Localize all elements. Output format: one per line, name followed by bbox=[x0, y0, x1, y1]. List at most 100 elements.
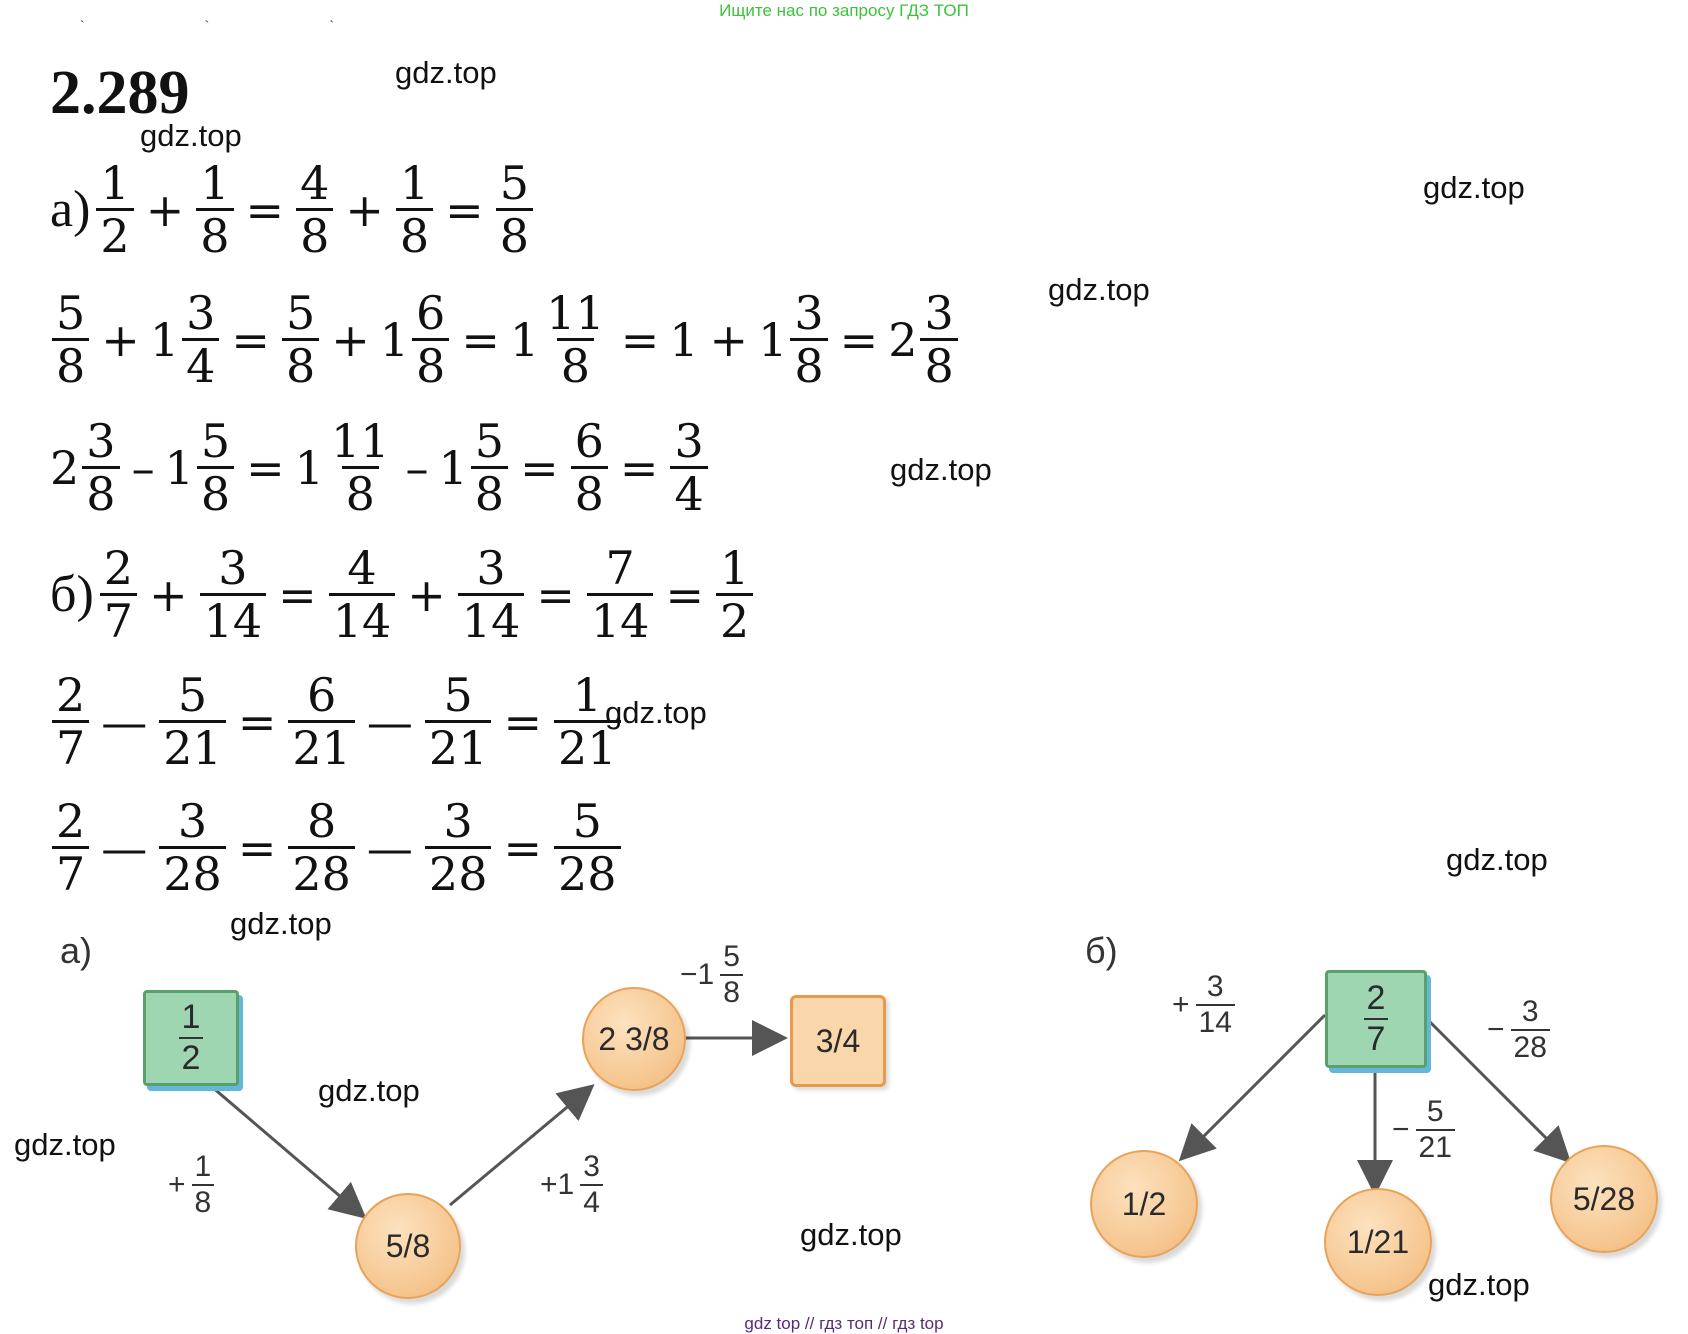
equals: = bbox=[445, 182, 484, 237]
whole-part: 1 bbox=[438, 440, 468, 495]
watermark: gdz.top bbox=[1446, 842, 1548, 877]
whole-number: 1 bbox=[669, 312, 699, 367]
equals: = bbox=[665, 567, 704, 622]
equals: = bbox=[536, 567, 575, 622]
arrow-a2 bbox=[449, 1084, 595, 1207]
watermark: gdz.top bbox=[14, 1127, 116, 1162]
equals: = bbox=[278, 567, 317, 622]
watermark: gdz.top bbox=[1048, 272, 1150, 307]
arrow-b-right bbox=[1421, 1013, 1572, 1164]
whole-part: 1 bbox=[294, 440, 324, 495]
equals: = bbox=[231, 312, 270, 367]
diagram-a-label: а) bbox=[60, 930, 93, 971]
watermark: gdz.top bbox=[800, 1217, 902, 1252]
part-label-b: б) bbox=[50, 565, 94, 623]
equals: = bbox=[620, 312, 660, 367]
diagram-b-node-1-21: 1/21 bbox=[1324, 1188, 1432, 1296]
arrow-a1 bbox=[197, 1073, 367, 1219]
operator: — bbox=[101, 694, 148, 749]
operator: — bbox=[366, 820, 413, 875]
equals: = bbox=[461, 312, 500, 367]
operator: — bbox=[101, 820, 148, 875]
problem-number: 2.289 bbox=[50, 59, 190, 127]
whole-part: 1 bbox=[509, 312, 540, 367]
equals: = bbox=[520, 440, 559, 495]
whole-part: 2 bbox=[50, 440, 80, 495]
corner-marks: ˴˴˴ bbox=[80, 12, 454, 28]
diagram-arrows bbox=[197, 1013, 1572, 1219]
operator: + bbox=[709, 312, 749, 367]
equals: = bbox=[839, 312, 879, 367]
whole-part: 1 bbox=[164, 440, 194, 495]
diagram-a-node-2-3-8: 2 3/8 bbox=[582, 987, 686, 1091]
operator: + bbox=[331, 312, 370, 367]
operator: — bbox=[366, 694, 413, 749]
operator: + bbox=[101, 312, 140, 367]
whole-part: 1 bbox=[379, 312, 410, 367]
whole-part: 2 bbox=[888, 312, 918, 367]
top-banner: Ищите нас по запросу ГДЗ ТОП bbox=[719, 1, 969, 20]
part-label-a: а) bbox=[50, 180, 91, 238]
diagram-b-node-5-28: 5/28 bbox=[1550, 1145, 1658, 1253]
watermark: gdz.top bbox=[1428, 1267, 1530, 1302]
diagram-b-node-1-2: 1/2 bbox=[1090, 1150, 1198, 1258]
diagram-b-label: б) bbox=[1085, 930, 1118, 971]
watermark: gdz.top bbox=[318, 1073, 420, 1108]
diagram-a-node-5-8: 5/8 bbox=[355, 1193, 461, 1299]
watermark: gdz.top bbox=[605, 695, 707, 730]
equals: = bbox=[619, 440, 659, 495]
operator: + bbox=[345, 182, 384, 237]
bottom-banner: gdz top // гдз топ // гдз top bbox=[744, 1314, 944, 1333]
whole-part: 1 bbox=[758, 312, 788, 367]
watermark: gdz.top bbox=[140, 118, 242, 153]
operator: + bbox=[149, 567, 188, 622]
diagram-a-result-node: 3/4 bbox=[790, 995, 886, 1087]
equals: = bbox=[237, 694, 277, 749]
watermark: gdz.top bbox=[1423, 170, 1525, 205]
watermark: gdz.top bbox=[395, 55, 497, 90]
operator: – bbox=[131, 440, 155, 495]
equals: = bbox=[246, 440, 285, 495]
